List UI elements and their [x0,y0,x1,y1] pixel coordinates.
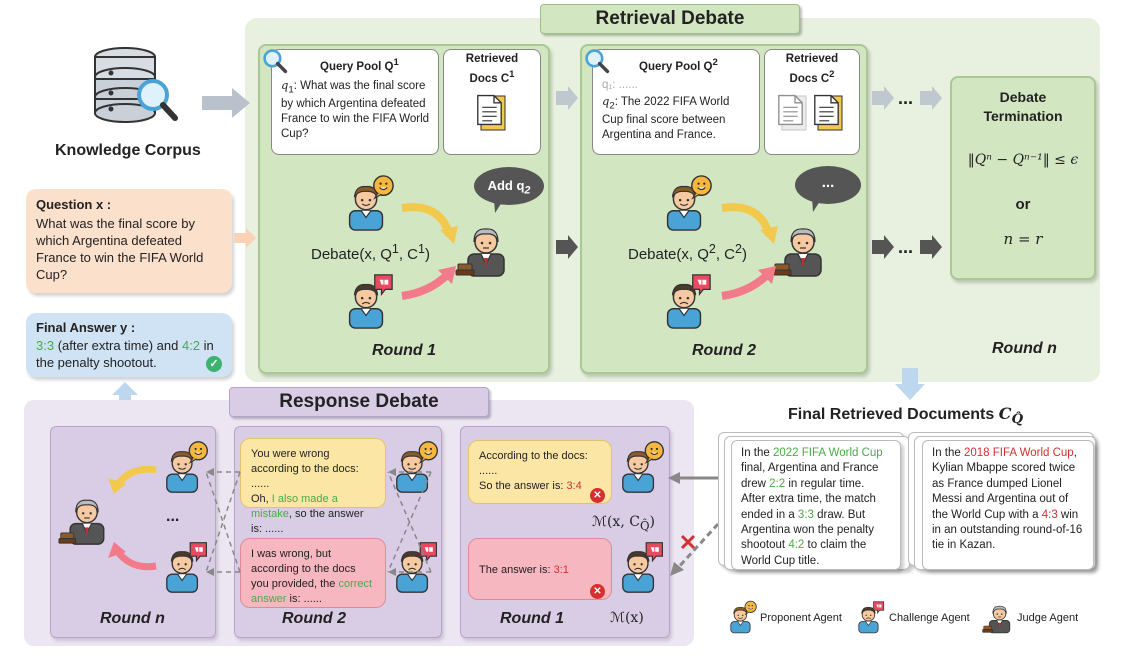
continuation-dots: ... [898,237,914,257]
check-icon: ✓ [206,356,222,372]
model-with-docs-label: ℳ(x, CQ̂) [592,514,655,533]
retrieved-docs-1-label: Retrieved Docs C1 [465,53,519,85]
response-round-2-label: Round 2 [282,610,346,627]
response-round-1-challenge-bubble: The answer is: 3:1 [468,538,612,600]
curved-arrow-icon [721,266,776,300]
retrieval-round-1-label: Round 1 [372,342,436,359]
arrow-left-icon [668,472,718,484]
judge-agent-icon [455,218,515,278]
ellipsis: ... [166,508,180,525]
final-answer-text: 3:3 (after extra time) and 4:2 in the pe… [36,338,214,370]
arrow-right-icon [872,86,894,110]
proponent-agent-icon [612,440,666,494]
legend-proponent-label: Proponent Agent [760,612,842,624]
curved-arrow-icon [108,465,157,494]
curved-arrow-icon [401,266,456,300]
speech-bubble: ... [795,166,861,204]
search-icon [262,48,288,74]
continuation-dots: ... [898,88,914,108]
speech-bubble-tail [494,199,504,213]
document-icon [477,94,506,131]
query-pool-2-q2: q2: The 2022 FIFA World Cup final score … [602,94,730,142]
final-doc-1: In the 2022 FIFA World Cup final, Argent… [731,440,901,570]
judge-agent-icon [58,490,114,546]
retrieval-round-n-label: Round n [992,340,1057,357]
termination-formula: ‖Qⁿ − Qⁿ⁻¹‖ ≤ ϵ [967,152,1079,168]
arrow-right-icon [920,86,942,110]
proponent-agent-icon [338,174,396,232]
question-box: Question x : What was the final score by… [26,189,232,293]
question-text: What was the final score by which Argent… [36,216,204,282]
final-answer-label: Final Answer y : [36,320,136,335]
final-doc-2: In the 2018 FIFA World Cup, Kylian Mbapp… [922,440,1094,570]
curved-arrow-icon [401,203,458,244]
query-pool-2-label: Query Pool Q2 [639,57,718,73]
query-pool-1: Query Pool Q1 q1: What was the final sco… [271,49,439,155]
debate-termination-box: Debate Termination ‖Qⁿ − Qⁿ⁻¹‖ ≤ ϵ or n … [950,76,1096,280]
search-icon [584,48,610,74]
response-round-1-proponent-bubble: According to the docs: ......So the answ… [468,440,612,504]
speech-bubble-tail [812,198,822,212]
debate-function-1: Debate(x, Q1, C1) [311,242,430,263]
legend-proponent-icon [724,600,758,634]
challenge-agent-icon [612,540,666,594]
arrow-right-icon [872,235,894,259]
retrieval-debate-title: Retrieval Debate [540,4,800,34]
judge-agent-icon [772,218,832,278]
query-pool-2-q1: q₁: ...... [602,79,638,91]
retrieved-docs-1: Retrieved Docs C1 [443,49,541,155]
retrieval-round-2-label: Round 2 [692,342,756,359]
knowledge-corpus-label: Knowledge Corpus [55,142,201,159]
dashed-connectors [205,468,432,576]
response-round-n-label: Round n [100,610,165,627]
termination-formula-2: n = r [1003,230,1043,248]
query-pool-2: Query Pool Q2 q₁: ...... q2: The 2022 FI… [592,49,760,155]
legend-judge-label: Judge Agent [1017,612,1079,624]
model-plain-label: ℳ(x) [610,610,644,626]
curved-arrow-icon [108,542,157,571]
document-icon [778,94,843,131]
final-answer-box: Final Answer y : 3:3 (after extra time) … [26,313,232,377]
challenge-agent-icon [338,272,396,330]
curved-arrow-icon [721,203,778,244]
arrow-right-icon [202,88,250,118]
proponent-agent-icon [656,174,714,232]
arrow-up-icon [112,382,138,412]
arrow-right-icon [556,86,578,110]
response-round-2-proponent-bubble: You were wrong according to the docs: ..… [240,438,386,535]
debate-function-2: Debate(x, Q2, C2) [628,242,747,263]
blocked-arrow-icon [670,522,720,576]
query-pool-1-q1: q1: What was the final score by which Ar… [281,78,430,141]
arrow-right-icon [920,235,942,259]
response-round-1-label: Round 1 [500,610,564,627]
response-debate-title: Response Debate [229,387,489,417]
legend-challenge-label: Challenge Agent [889,612,970,624]
question-label: Question x : [36,197,112,212]
response-round-2-challenge-bubble: I was wrong, but according to the docs y… [240,538,386,608]
query-pool-1-label: Query Pool Q1 [320,57,399,73]
legend-judge-icon [982,600,1016,634]
speech-bubble: Add q2 [474,167,544,205]
termination-title: Debate Termination [983,89,1063,124]
retrieved-docs-2: Retrieved Docs C2 [764,49,860,155]
database-icon [85,45,180,125]
challenge-agent-icon [656,272,714,330]
termination-or: or [1015,196,1031,213]
arrow-right-icon [556,235,578,259]
wrong-icon: ✕ [590,584,605,599]
wrong-icon: ✕ [590,488,605,503]
legend-challenge-icon [852,600,886,634]
arrow-down-icon [895,368,925,400]
arrow-right-icon [234,228,256,248]
retrieved-docs-2-label: Retrieved Docs C2 [785,53,839,85]
final-docs-title: Final Retrieved Documents CQ̂ [788,404,1024,428]
